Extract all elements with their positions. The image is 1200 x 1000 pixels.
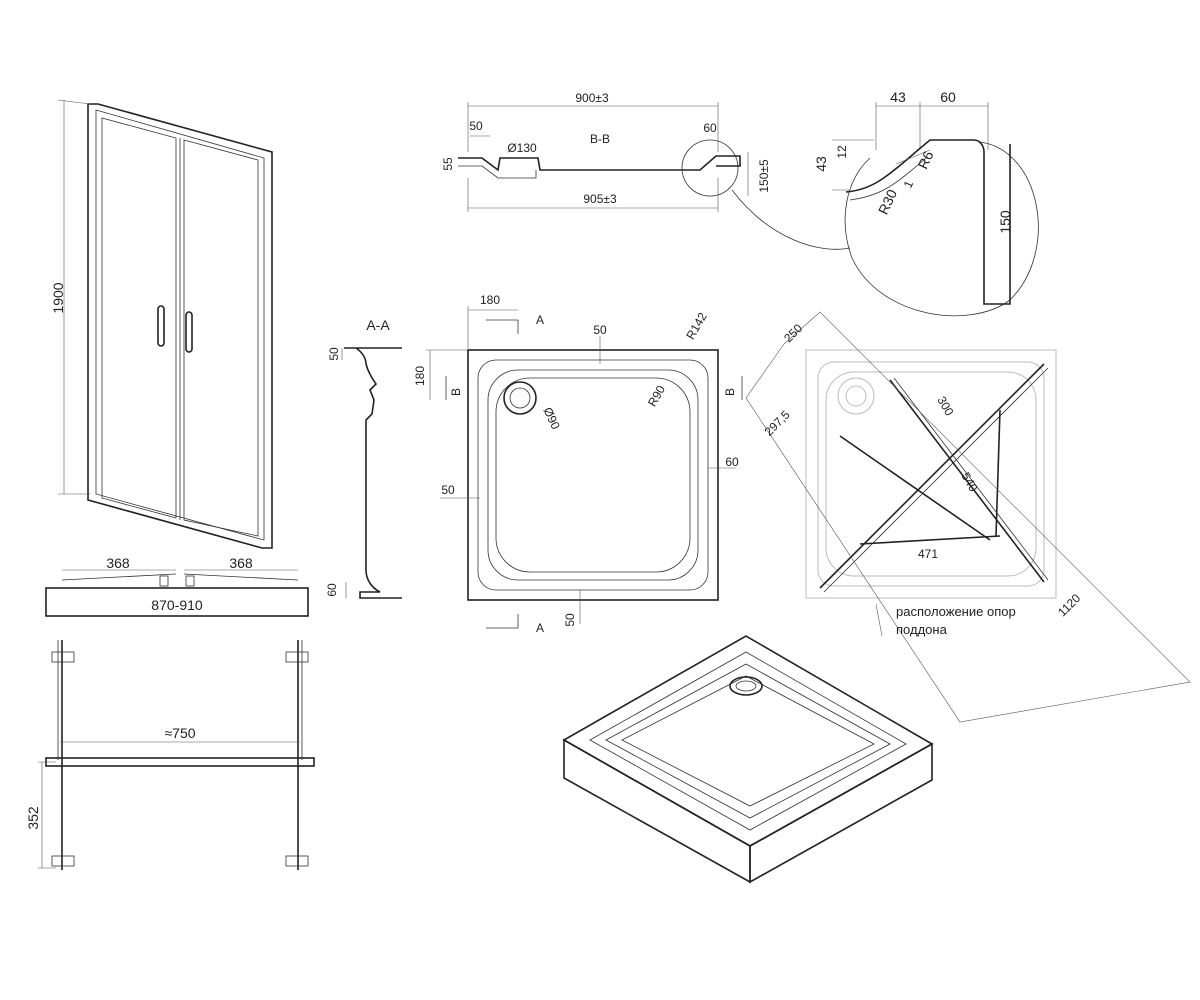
- plan-drain-icon: [503, 381, 537, 415]
- marker-a-top: A: [536, 313, 544, 327]
- supports-caption-line1: расположение опор: [896, 604, 1016, 619]
- plan-180a: 180: [480, 293, 500, 307]
- bb-height: 150±5: [757, 159, 771, 193]
- detail-r6: R6: [914, 148, 936, 171]
- door-top-view: 368 368 870-910: [45, 555, 309, 617]
- bb-left-w: 50: [469, 119, 483, 133]
- aa-top: 50: [327, 347, 341, 361]
- supports-plan: 300 540 471 250 297,5 1120 расположение …: [745, 311, 1191, 723]
- supports-dimension-frame: [745, 311, 1191, 723]
- plan-r142: R142: [683, 310, 710, 342]
- door-leaf-right: [183, 139, 259, 537]
- supports-250: 250: [781, 321, 805, 345]
- plan-outer: [467, 349, 719, 601]
- mount-height: 352: [25, 806, 41, 830]
- door-height-label: 1900: [50, 282, 66, 313]
- detail-12: 12: [835, 145, 849, 159]
- plan-180b: 180: [413, 366, 427, 386]
- supports-caption-line2: поддона: [896, 622, 948, 637]
- plan-50-bottom: 50: [563, 613, 577, 627]
- mount-width: ≈750: [164, 725, 195, 741]
- aa-title: A-A: [366, 317, 390, 333]
- door-frame-outer: [87, 103, 273, 549]
- bb-title: B-B: [590, 132, 610, 146]
- plan-drain-d: Ø90: [540, 405, 562, 432]
- leaf-right-width: 368: [229, 555, 253, 571]
- bb-total-top: 900±3: [575, 91, 609, 105]
- plan-60-right: 60: [725, 455, 739, 469]
- plan-50-left: 50: [441, 483, 455, 497]
- detail-view: 43 60 43 12 R6 R30 1 150: [813, 89, 1039, 317]
- tray-isometric: [562, 635, 934, 884]
- bb-right-w: 60: [703, 121, 717, 135]
- section-aa: A-A 50 60: [325, 317, 402, 599]
- detail-60: 60: [940, 89, 956, 105]
- handle-left-icon: [157, 305, 165, 347]
- detail-r30: R30: [875, 187, 900, 217]
- mount-view: ≈750 352: [25, 640, 315, 870]
- door-elevation: 1900: [50, 99, 273, 549]
- supports-300: 300: [934, 394, 956, 419]
- bb-total-bottom: 905±3: [583, 192, 617, 206]
- supports-471: 471: [918, 547, 938, 561]
- iso-front-left: [563, 738, 751, 884]
- iso-front-right: [749, 742, 933, 884]
- mount-rail: [45, 757, 315, 767]
- tray-plan: Ø90 R90 R142 180 A A 180 B B 50 60 50 50: [413, 293, 743, 635]
- marker-b-left: B: [449, 388, 463, 396]
- aa-profile: [344, 347, 402, 599]
- plan-50-top: 50: [593, 323, 607, 337]
- detail-43a: 43: [890, 89, 906, 105]
- iso-top: [562, 635, 934, 847]
- door-leaf-left: [101, 117, 177, 519]
- bb-detail-circle: [681, 139, 739, 197]
- section-bb: 900±3 B-B 50 60 Ø130 55 905±3 150±5: [441, 91, 851, 250]
- door-frame-inner: [95, 109, 265, 541]
- iso-drain-icon: [729, 676, 763, 696]
- marker-a-bottom: A: [536, 621, 544, 635]
- door-width-range: 870-910: [151, 597, 203, 613]
- aa-bottom: 60: [325, 583, 339, 597]
- detail-43b: 43: [813, 156, 829, 172]
- detail-150: 150: [997, 210, 1013, 234]
- bb-drain: Ø130: [507, 141, 537, 155]
- door-top-base: [45, 587, 309, 617]
- supports-297: 297,5: [762, 407, 793, 438]
- bb-left-h: 55: [441, 157, 455, 171]
- supports-tray-outline: [805, 349, 1057, 599]
- supports-1120: 1120: [1055, 591, 1083, 619]
- handle-right-icon: [185, 311, 193, 353]
- plan-r90: R90: [645, 383, 668, 409]
- detail-profile: [845, 139, 1011, 305]
- detail-1: 1: [901, 178, 917, 190]
- marker-b-right: B: [723, 388, 737, 396]
- leaf-left-width: 368: [106, 555, 130, 571]
- bb-profile: [458, 155, 741, 172]
